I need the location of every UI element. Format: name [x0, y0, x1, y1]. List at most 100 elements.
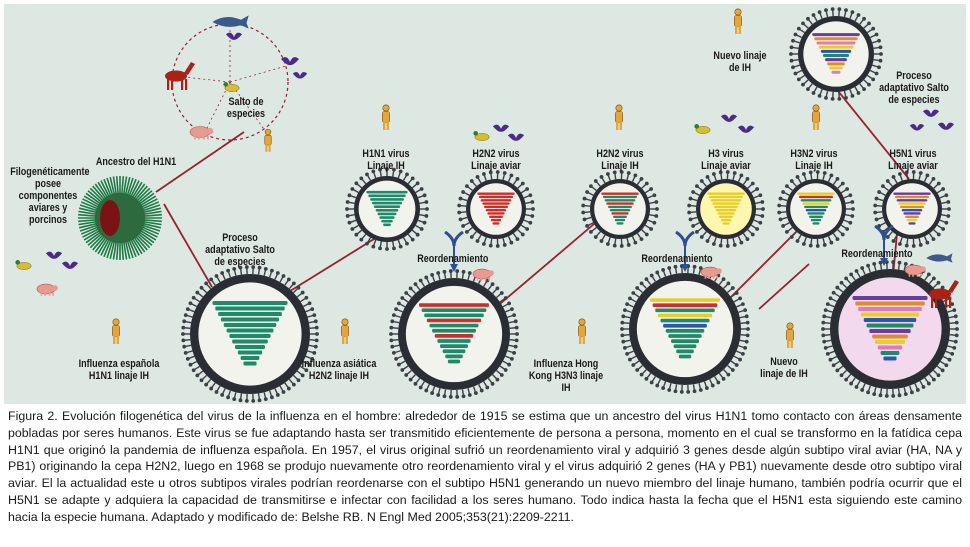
spike-tip	[673, 389, 678, 394]
spike-tip	[404, 373, 409, 377]
spike-tip	[315, 332, 319, 336]
spike-tip	[695, 229, 699, 234]
spike-tip	[808, 243, 813, 248]
whale-body	[926, 253, 953, 263]
spike-tip	[461, 269, 466, 274]
spike-tip	[307, 301, 312, 306]
spike-tip	[251, 399, 256, 403]
spike-tip	[314, 338, 319, 343]
spike-tip	[214, 274, 219, 278]
spike-tip	[620, 327, 624, 331]
genome-segment	[676, 349, 694, 354]
human-head	[264, 128, 272, 136]
spike-tip	[705, 175, 710, 179]
spike-tip	[296, 378, 301, 383]
pig-leg	[198, 136, 200, 140]
human-icon	[578, 318, 586, 344]
virus-h1n1-human	[345, 167, 429, 251]
genome-segment	[708, 195, 744, 199]
spike-tip	[811, 13, 816, 17]
spike-tip	[312, 350, 317, 355]
spike-tip	[716, 380, 721, 385]
spike-tip	[621, 339, 626, 344]
spike-tip	[199, 378, 204, 383]
spike-tip	[485, 278, 490, 283]
spike-tip	[191, 368, 196, 373]
genome-segment	[419, 303, 489, 307]
spike-tip	[649, 227, 654, 231]
spike-tip	[232, 397, 237, 402]
spike-tip	[419, 187, 424, 191]
spike-tip	[872, 261, 877, 266]
bird-icon	[909, 124, 925, 131]
horse-leg	[167, 79, 170, 90]
human-leg	[616, 122, 619, 130]
horse-leg	[171, 79, 174, 90]
spike-tip	[891, 239, 896, 243]
spike-tip	[823, 345, 828, 350]
genome-segment	[613, 215, 627, 218]
spike-tip	[789, 179, 794, 183]
spike-tip	[835, 285, 840, 290]
pig-leg	[716, 275, 718, 279]
pig-leg	[480, 277, 482, 281]
spike-tip	[862, 16, 866, 21]
spike-tip	[850, 93, 855, 98]
spike-tip	[397, 301, 401, 306]
genome-segment	[445, 354, 463, 359]
genome-segment	[877, 345, 903, 350]
pig-leg	[207, 136, 209, 140]
spike-tip	[936, 232, 941, 237]
bird-body	[909, 124, 925, 131]
spike-tip	[209, 386, 214, 391]
genome-segment	[478, 195, 514, 199]
label-h1n1-human-lineage: H1N1 virus Linaje IH	[362, 148, 410, 172]
spike-tip	[897, 393, 902, 398]
pig-head	[206, 127, 214, 135]
spike-tip	[495, 170, 500, 174]
duck-icon	[694, 124, 711, 134]
spike-tip	[263, 397, 268, 402]
genome-segment	[869, 329, 911, 333]
genome-segment	[240, 356, 260, 360]
spike-tip	[667, 388, 672, 392]
pig-icon	[189, 126, 214, 140]
spike-tip	[688, 217, 693, 222]
label-new-lineage-bottom: Nuevo linaje de IH	[760, 356, 808, 380]
genome-segment	[609, 209, 631, 212]
spike-tip	[419, 227, 424, 231]
spike-tip	[204, 382, 209, 387]
human-leg	[386, 122, 389, 130]
human-icon	[341, 318, 349, 344]
spike-tip	[404, 291, 409, 295]
spike-tip	[844, 276, 849, 281]
spike-tip	[525, 227, 530, 231]
spike-tip	[854, 269, 859, 273]
human-icon	[812, 104, 820, 130]
pig-leg	[40, 292, 43, 296]
spike-tip	[778, 217, 783, 222]
whale-icon	[212, 15, 249, 29]
spike-tip	[185, 307, 190, 311]
spike-tip	[806, 87, 810, 92]
virus-new-lineage-top	[789, 7, 883, 101]
spike-tip	[915, 388, 920, 392]
spike-tip	[721, 277, 726, 282]
reassort-arrowhead	[681, 264, 689, 272]
spike-tip	[844, 8, 848, 13]
label-hongkong-flu: Influenza Hong Kong H3N3 linaje IH	[528, 358, 604, 394]
duck-body	[16, 262, 32, 270]
evolution-diagram	[15, 7, 959, 403]
spike-tip	[795, 175, 800, 179]
spike-tip	[891, 394, 896, 398]
genome-segment	[710, 199, 742, 202]
reassort-arms	[444, 230, 464, 247]
spike-tip	[718, 243, 723, 248]
spike-tip	[644, 232, 649, 237]
spike-tip	[897, 172, 902, 176]
pig-leg	[48, 292, 51, 296]
human-body	[341, 325, 349, 337]
caption-label: Figura 2.	[8, 409, 58, 423]
spike-tip	[718, 170, 723, 175]
bird-body	[507, 133, 525, 141]
